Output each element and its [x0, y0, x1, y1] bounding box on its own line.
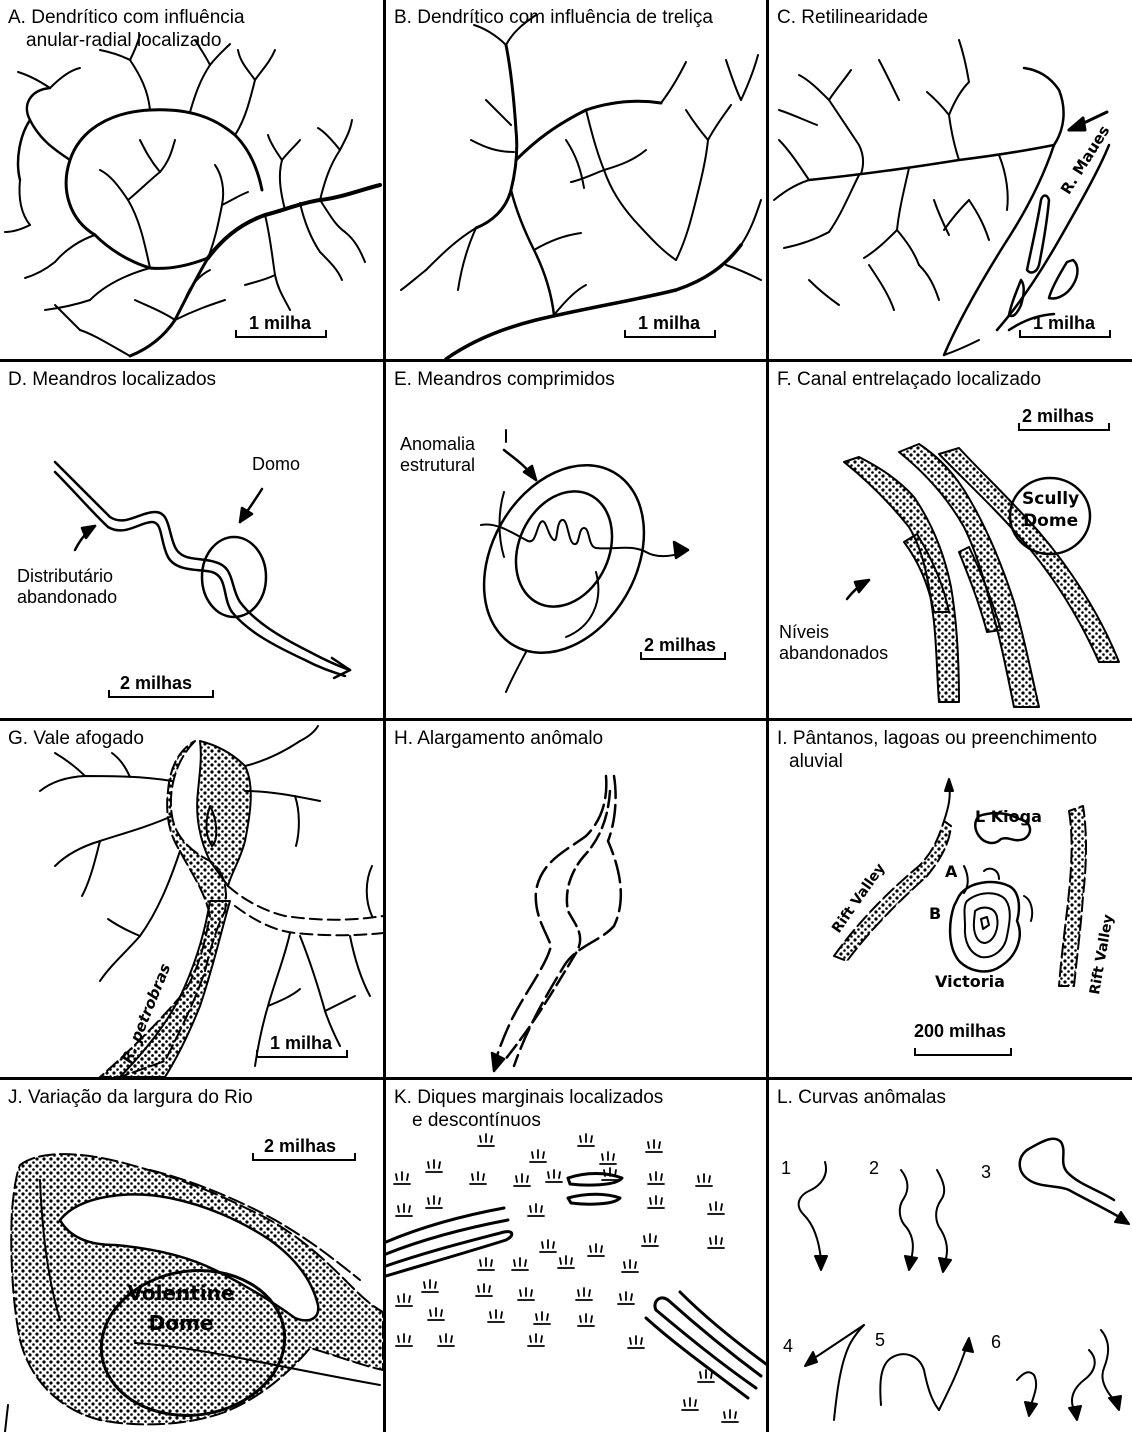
- panel-a-scale: 1 milha: [235, 313, 327, 334]
- panel-f-levels-label: Níveis abandonados: [779, 622, 888, 664]
- panel-e-scale-bar: [640, 652, 726, 660]
- panel-c: C. Retilinearidade R. Maues 1 milha: [769, 0, 1132, 359]
- panel-e-meanders: [386, 362, 766, 718]
- panel-a: A. Dendrítico com influência anular-radi…: [0, 0, 383, 359]
- panel-j: J. Variação da largura do Rio 2 milhas V…: [0, 1080, 383, 1432]
- panel-j-scale: 2 milhas: [252, 1136, 356, 1157]
- panel-j-title: J. Variação da largura do Rio: [8, 1086, 253, 1109]
- panel-a-scale-bar: [235, 330, 327, 338]
- panel-i-scale: 200 milhas: [914, 1021, 1012, 1042]
- panel-k-title: K. Diques marginais localizados e descon…: [394, 1086, 663, 1132]
- panel-h-title-line1: H. Alargamento anômalo: [394, 728, 603, 749]
- panel-l: L. Curvas anômalas 1 2 3 4 5 6: [769, 1080, 1132, 1432]
- panel-c-scale: 1 milha: [1019, 313, 1111, 334]
- panel-j-title-line1: J. Variação da largura do Rio: [8, 1087, 253, 1108]
- panel-b-title: B. Dendrítico com influência de treliça: [394, 6, 713, 29]
- panel-i-title: I. Pântanos, lagoas ou preenchimento alu…: [777, 727, 1097, 773]
- panel-g: G. Vale afogado R. petrobras 1 milha: [0, 721, 383, 1077]
- panel-e-anomaly-line1: Anomalia: [400, 434, 475, 455]
- panel-e: E. Meandros comprimidos Anomalia estrutu…: [386, 362, 766, 718]
- panel-h-widening: [386, 721, 766, 1077]
- panel-d-title: D. Meandros localizados: [8, 368, 216, 391]
- panel-k: K. Diques marginais localizados e descon…: [386, 1080, 766, 1432]
- panel-c-scale-bar: [1019, 330, 1111, 338]
- panel-i-title-line1: I. Pântanos, lagoas ou preenchimento: [777, 728, 1097, 749]
- panel-d-distrib-line2: abandonado: [17, 587, 117, 608]
- panel-i-scale-label: 200 milhas: [914, 1021, 1006, 1041]
- panel-l-num-5: 5: [875, 1330, 885, 1351]
- panel-b-scale-bar: [624, 330, 716, 338]
- panel-d-dome-label: Domo: [252, 454, 300, 475]
- panel-a-title-line2: anular-radial localizado: [8, 29, 245, 52]
- panel-c-title-line1: C. Retilinearidade: [777, 7, 928, 28]
- panel-d-title-line1: D. Meandros localizados: [8, 369, 216, 390]
- panel-f-dome-line1: Scully: [1022, 488, 1079, 510]
- panel-i: I. Pântanos, lagoas ou preenchimento alu…: [769, 721, 1132, 1077]
- panel-e-title-line1: E. Meandros comprimidos: [394, 369, 615, 390]
- panel-j-scale-bar: [252, 1153, 356, 1161]
- panel-d-scale: 2 milhas: [108, 673, 214, 694]
- panel-g-title: G. Vale afogado: [8, 727, 144, 750]
- panel-e-scale: 2 milhas: [640, 635, 726, 656]
- panel-h: H. Alargamento anômalo: [386, 721, 766, 1077]
- panel-k-levees: [386, 1080, 766, 1432]
- panel-d-scale-bar: [108, 690, 214, 698]
- panel-f-dome-label: Scully Dome: [1022, 488, 1079, 532]
- panel-i-scale-bar: [914, 1048, 1012, 1056]
- panel-e-title: E. Meandros comprimidos: [394, 368, 615, 391]
- panel-i-victoria-label: Victoria: [935, 972, 1005, 991]
- panel-l-num-6: 6: [991, 1332, 1001, 1353]
- panel-i-lake-kioga-label: L Kioga: [975, 807, 1042, 826]
- panel-b-scale: 1 milha: [624, 313, 716, 334]
- panel-b: B. Dendrítico com influência de treliça …: [386, 0, 766, 359]
- panel-l-num-1: 1: [781, 1158, 791, 1179]
- panel-k-title-line1: K. Diques marginais localizados: [394, 1087, 663, 1108]
- panel-l-num-3: 3: [981, 1162, 991, 1183]
- panel-d: D. Meandros localizados Domo Distributár…: [0, 362, 383, 718]
- panel-b-title-line1: B. Dendrítico com influência de treliça: [394, 7, 713, 28]
- panel-l-title-line1: L. Curvas anômalas: [777, 1087, 946, 1108]
- panel-a-title-line1: A. Dendrítico com influência: [8, 7, 245, 28]
- panel-j-dome-label: Volentine Dome: [116, 1278, 246, 1338]
- panel-j-dome-line1: Volentine: [116, 1278, 246, 1308]
- panel-h-title: H. Alargamento anômalo: [394, 727, 603, 750]
- panel-d-distrib-line1: Distributário: [17, 566, 117, 587]
- panel-f-levels-line2: abandonados: [779, 643, 888, 664]
- panel-f-levels-line1: Níveis: [779, 622, 888, 643]
- panel-g-title-line1: G. Vale afogado: [8, 728, 144, 749]
- panel-f-title-line1: F. Canal entrelaçado localizado: [777, 369, 1041, 390]
- panel-c-title: C. Retilinearidade: [777, 6, 928, 29]
- panel-l-num-2: 2: [869, 1158, 879, 1179]
- panel-l-curves: [769, 1080, 1132, 1432]
- panel-b-drainage: [386, 0, 766, 359]
- panel-f-scale: 2 milhas: [1018, 406, 1110, 427]
- panel-i-title-line2: aluvial: [777, 750, 1097, 773]
- panel-d-distrib-label: Distributário abandonado: [17, 566, 117, 608]
- panel-i-mark-a: A: [945, 862, 957, 881]
- panel-j-dome-line2: Dome: [116, 1308, 246, 1338]
- panel-j-river-width: [0, 1080, 383, 1432]
- panel-g-drowned-valley: [0, 721, 383, 1077]
- panel-e-anomaly-line2: estrutural: [400, 455, 475, 476]
- panel-f-scale-bar: [1018, 423, 1110, 431]
- panel-f-dome-line2: Dome: [1022, 510, 1079, 532]
- panel-g-scale-bar: [256, 1050, 348, 1058]
- panel-d-meanders: [0, 362, 383, 718]
- panel-i-mark-b: B: [929, 904, 941, 923]
- panel-a-drainage: [0, 0, 383, 359]
- panel-e-anomaly-label: Anomalia estrutural: [400, 434, 475, 476]
- panel-a-title: A. Dendrítico com influência anular-radi…: [8, 6, 245, 52]
- panel-g-scale: 1 milha: [256, 1033, 348, 1054]
- panel-k-title-line2: e descontínuos: [394, 1109, 663, 1132]
- panel-l-title: L. Curvas anômalas: [777, 1086, 946, 1109]
- panel-l-num-4: 4: [783, 1336, 793, 1357]
- panel-f-title: F. Canal entrelaçado localizado: [777, 368, 1041, 391]
- panel-f: F. Canal entrelaçado localizado 2 milhas…: [769, 362, 1132, 718]
